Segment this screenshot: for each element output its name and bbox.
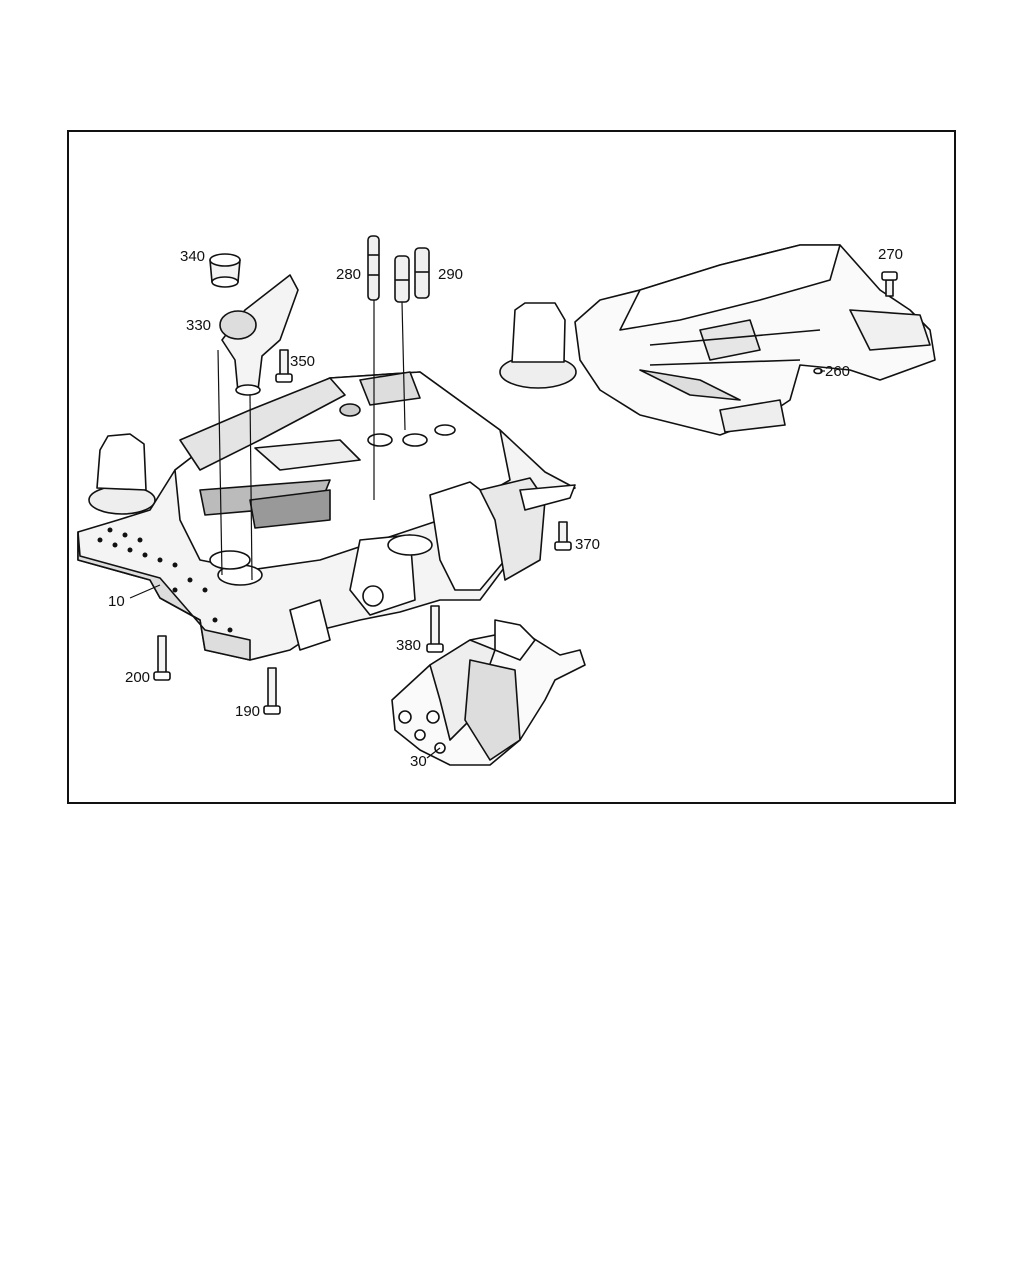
- callout-10: 10: [108, 593, 125, 610]
- callout-280: 280: [336, 266, 362, 283]
- bolt-270: [881, 271, 898, 297]
- callout-350: 350: [290, 353, 316, 370]
- callout-380: 380: [396, 637, 422, 654]
- bolt-200: [153, 635, 171, 681]
- callout-200: 200: [125, 669, 151, 686]
- tube-290: [394, 247, 430, 303]
- bolt-380: [426, 605, 444, 653]
- conductor-plate: [499, 244, 936, 436]
- bolt-370: [554, 521, 572, 551]
- diagram-frame: [67, 130, 956, 804]
- valve-body-assembly: [77, 371, 576, 661]
- tube-280: [367, 235, 380, 301]
- callout-330: 330: [186, 317, 212, 334]
- leader-lines: [129, 300, 825, 759]
- callout-270: 270: [878, 246, 904, 263]
- callout-290: 290: [438, 266, 464, 283]
- callout-30: 30: [410, 753, 427, 770]
- bolt-190: [263, 667, 281, 715]
- callout-190: 190: [235, 703, 261, 720]
- callout-260: 260: [825, 363, 851, 380]
- callout-370: 370: [575, 536, 601, 553]
- funnel-330: [219, 274, 299, 396]
- shift-module: [391, 619, 586, 766]
- callout-340: 340: [180, 248, 206, 265]
- bolt-350: [275, 349, 293, 383]
- sleeve-340: [209, 253, 241, 288]
